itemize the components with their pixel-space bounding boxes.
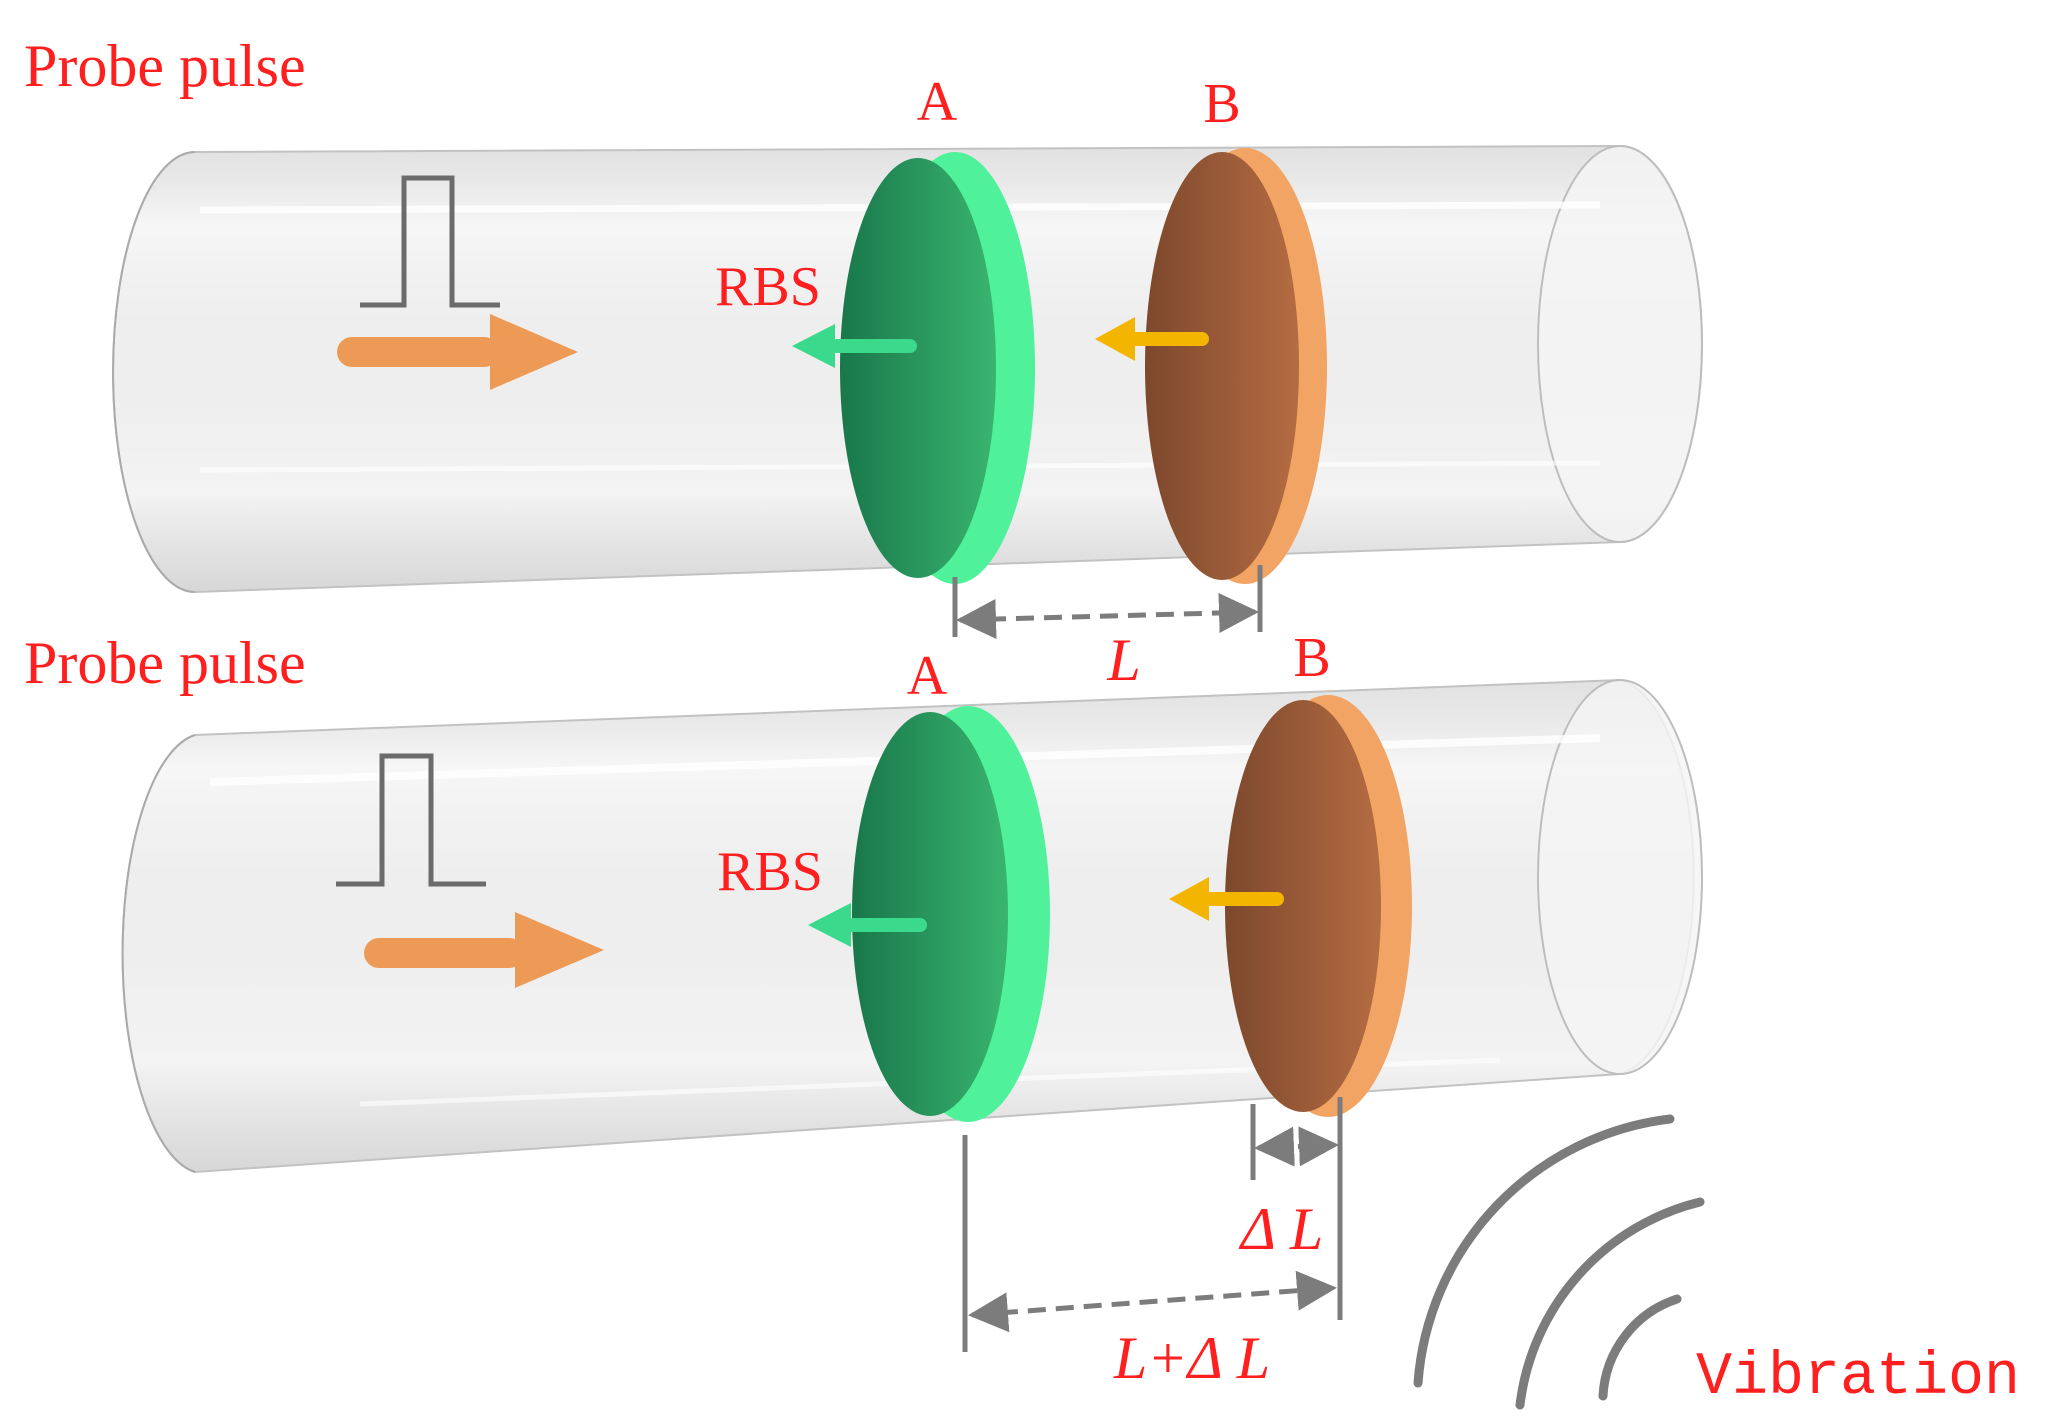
panel-2-marker-a: A: [907, 645, 948, 707]
panel-1: Probe pulse A B RBS: [24, 33, 1703, 594]
dimension-l-plus-delta: L+Δ L: [962, 1135, 1337, 1391]
rbs-arrow-icon-2: [808, 903, 927, 947]
marker-a-disk-1: [840, 152, 1035, 584]
panel-2-rbs-label: RBS: [717, 841, 823, 903]
dimension-delta-l-label: Δ L: [1239, 1196, 1324, 1262]
dimension-delta-l: Δ L: [1239, 1097, 1343, 1320]
marker-a-disk-2: [852, 706, 1050, 1122]
reflection-arrow-icon-2: [1169, 877, 1284, 921]
rbs-arrow-icon-1: [792, 324, 917, 368]
panel-1-rbs-label: RBS: [715, 256, 821, 318]
panel-2: Probe pulse A B RBS: [24, 627, 1703, 1174]
panel-2-marker-b: B: [1293, 627, 1330, 689]
reflection-arrow-icon-1: [1095, 317, 1209, 361]
dimension-l-plus-delta-label: L+Δ L: [1113, 1325, 1270, 1391]
probe-pulse-icon-2: [336, 753, 486, 887]
dimension-l: L: [952, 565, 1263, 693]
panel-1-marker-a: A: [917, 71, 958, 133]
dimension-l-label: L: [1106, 627, 1140, 693]
marker-b-disk-2: [1225, 695, 1412, 1117]
panel-2-title: Probe pulse: [24, 630, 306, 696]
vibration-label: Vibration: [1696, 1344, 2020, 1412]
probe-arrow-icon-1: [337, 314, 578, 390]
panel-1-marker-b: B: [1203, 73, 1240, 135]
panel-1-title: Probe pulse: [24, 33, 306, 99]
marker-b-disk-1: [1145, 148, 1327, 584]
vibration-wave-icon: [1413, 1114, 1705, 1410]
probe-arrow-icon-2: [364, 912, 604, 988]
probe-pulse-icon-1: [360, 175, 500, 308]
